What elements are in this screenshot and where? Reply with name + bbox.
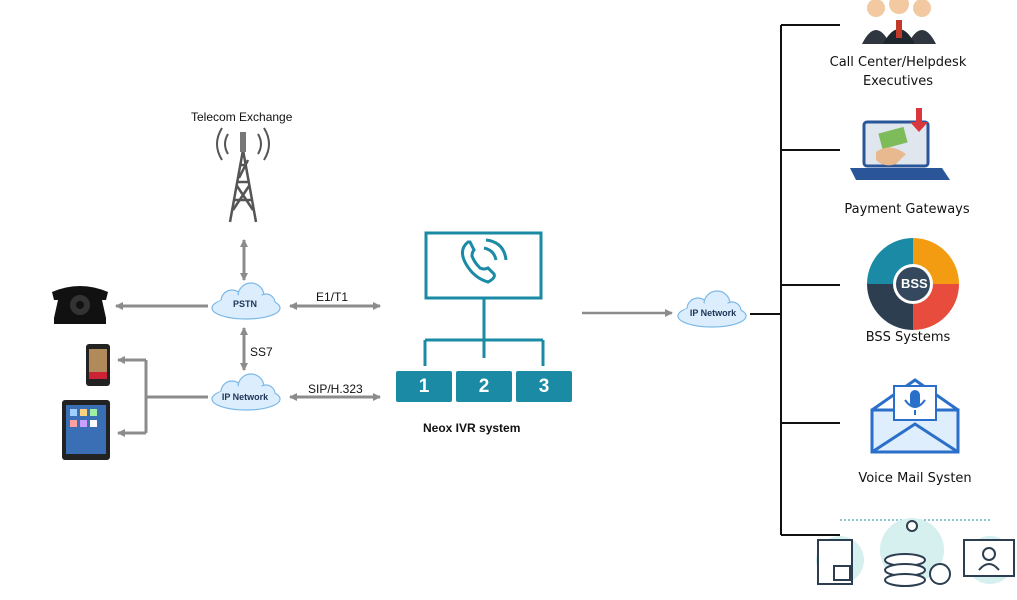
right-bus [750,24,840,536]
ivr-system-title: Neox IVR system [423,421,521,435]
telecom-exchange-label: Telecom Exchange [191,110,293,124]
pstn-label: PSTN [232,299,258,309]
bss-badge-label: BSS [901,276,928,291]
call-center-agents-icon [862,0,936,44]
smartphone-icon [86,344,110,386]
ip-network-label: IP Network [221,392,269,402]
payment-gateways-label: Payment Gateways [844,202,970,217]
call-center-label-line1: Call Center/Helpdesk [829,55,967,70]
bss-systems-icon [867,238,959,330]
database-security-icons [816,518,1015,587]
bss-systems-label: BSS Systems [865,330,951,345]
ss7-label: SS7 [250,345,273,359]
voicemail-label: Voice Mail Systen [858,471,972,486]
tablet-icon [62,400,110,460]
call-center-label-line2: Executives [862,74,934,89]
right-ip-network-label: IP Network [689,308,737,318]
telecom-tower-icon [216,127,270,223]
device-bracket [117,356,208,437]
sip-label: SIP/H.323 [308,382,363,396]
call-center-label: Call Center/Helpdesk Executives [830,53,967,91]
ivr-key-3: 3 [516,371,572,402]
telephone-icon [52,286,108,324]
ivr-phone-monitor-icon [423,231,545,366]
ivr-key-1: 1 [396,371,452,402]
voicemail-envelope-icon [870,378,960,454]
ivr-key-2: 2 [456,371,512,402]
e1t1-label: E1/T1 [316,290,349,304]
payment-laptop-icon [850,108,950,180]
